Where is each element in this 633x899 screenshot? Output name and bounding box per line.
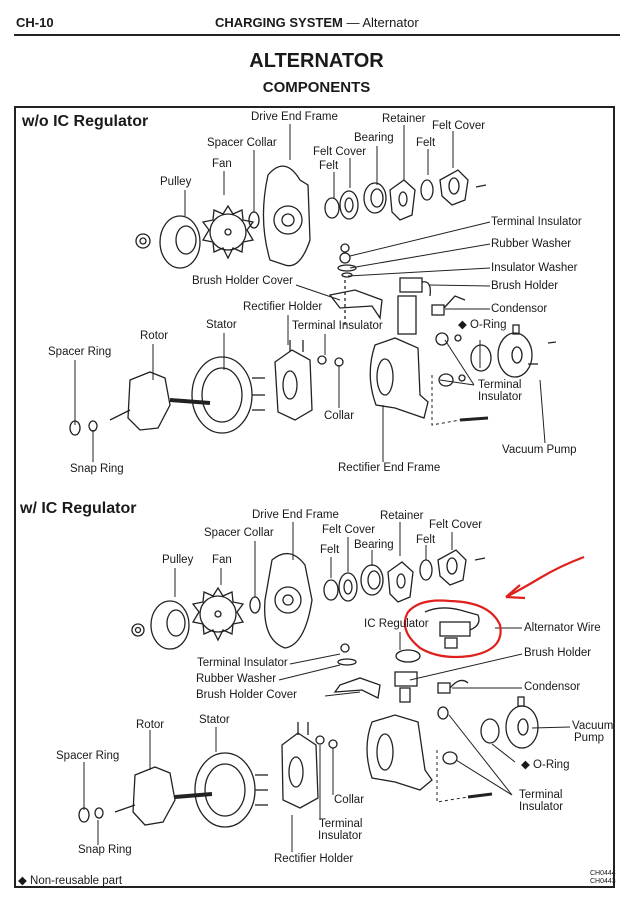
label-insulator: Insulator bbox=[478, 391, 523, 403]
label-condensor: Condensor bbox=[491, 303, 548, 315]
label-spacer-collar: Spacer Collar bbox=[207, 137, 277, 149]
header-rule bbox=[14, 34, 620, 36]
label-bearing: Bearing bbox=[354, 539, 394, 551]
label-ic-regulator: IC Regulator bbox=[364, 618, 429, 630]
label-terminal-insulator: Terminal Insulator bbox=[197, 657, 288, 669]
page-subtitle: COMPONENTS bbox=[262, 79, 371, 96]
label-felt: Felt bbox=[416, 534, 436, 546]
page-code: CH-10 bbox=[16, 15, 54, 30]
label-spacer-collar: Spacer Collar bbox=[204, 527, 274, 539]
label-drive-end-frame: Drive End Frame bbox=[251, 111, 338, 123]
label-brush-holder: Brush Holder bbox=[491, 280, 559, 292]
label-pump: Pump bbox=[574, 732, 605, 744]
diagram-frame bbox=[14, 106, 615, 888]
section-heading-without-ic: w/o IC Regulator bbox=[22, 113, 149, 130]
running-header-section: CHARGING SYSTEM bbox=[215, 15, 343, 30]
label-felt-cover: Felt Cover bbox=[322, 524, 376, 536]
label-insulator-washer: Insulator Washer bbox=[491, 262, 578, 274]
running-header-topic: — Alternator bbox=[342, 15, 419, 30]
label-rubber-washer: Rubber Washer bbox=[491, 238, 572, 250]
label-snap-ring: Snap Ring bbox=[70, 463, 124, 475]
label-stator: Stator bbox=[206, 319, 237, 331]
label-snap-ring: Snap Ring bbox=[78, 844, 132, 856]
label-terminal-insulator: Terminal Insulator bbox=[292, 320, 383, 332]
label-vacuum-pump: Vacuum Pump bbox=[502, 444, 577, 456]
label-terminal: Terminal bbox=[319, 818, 363, 830]
label-collar: Collar bbox=[334, 794, 365, 806]
label-vacuum: Vacuum bbox=[572, 720, 614, 732]
label-rectifier-holder: Rectifier Holder bbox=[243, 301, 323, 313]
section-heading-with-ic: w/ IC Regulator bbox=[20, 500, 137, 517]
label-bearing: Bearing bbox=[354, 132, 394, 144]
top-exploded-view bbox=[69, 124, 557, 462]
label-condensor: Condensor bbox=[524, 681, 581, 693]
label-insulator: Insulator bbox=[318, 830, 363, 842]
label-brush-holder: Brush Holder bbox=[524, 647, 592, 659]
label-felt-cover: Felt Cover bbox=[313, 146, 367, 158]
red-circle-highlight bbox=[403, 599, 502, 659]
label-brush-holder-cover: Brush Holder Cover bbox=[196, 689, 297, 701]
label-spacer-ring: Spacer Ring bbox=[56, 750, 120, 762]
label-alternator-wire: Alternator Wire bbox=[524, 622, 601, 634]
label-rubber-washer: Rubber Washer bbox=[196, 673, 277, 685]
label-felt: Felt bbox=[319, 160, 339, 172]
label-o-ring: ◆ O-Ring bbox=[458, 319, 507, 331]
label-insulator: Insulator bbox=[519, 801, 564, 813]
footnote-non-reusable: ◆ Non-reusable part bbox=[18, 875, 123, 887]
label-brush-holder-cover: Brush Holder Cover bbox=[192, 275, 293, 287]
label-stator: Stator bbox=[199, 714, 230, 726]
label-pulley: Pulley bbox=[162, 554, 194, 566]
red-annotation bbox=[403, 555, 585, 659]
label-rotor: Rotor bbox=[140, 330, 169, 342]
running-header: CHARGING SYSTEM — Alternator bbox=[215, 15, 419, 30]
label-pulley: Pulley bbox=[160, 176, 192, 188]
label-retainer: Retainer bbox=[382, 113, 426, 125]
label-felt: Felt bbox=[416, 137, 436, 149]
page-title: ALTERNATOR bbox=[249, 50, 384, 72]
label-o-ring: ◆ O-Ring bbox=[521, 759, 570, 771]
label-felt-cover: Felt Cover bbox=[429, 519, 483, 531]
label-rotor: Rotor bbox=[136, 719, 165, 731]
label-felt-cover: Felt Cover bbox=[432, 120, 486, 132]
label-fan: Fan bbox=[212, 158, 232, 170]
label-fan: Fan bbox=[212, 554, 232, 566]
label-felt: Felt bbox=[320, 544, 340, 556]
label-terminal: Terminal bbox=[478, 379, 522, 391]
label-terminal: Terminal bbox=[519, 789, 563, 801]
label-terminal-insulator: Terminal Insulator bbox=[491, 216, 582, 228]
figure-code: CH0443 bbox=[590, 878, 616, 885]
red-arrow bbox=[505, 555, 585, 600]
label-retainer: Retainer bbox=[380, 510, 424, 522]
label-collar: Collar bbox=[324, 410, 355, 422]
label-rectifier-holder: Rectifier Holder bbox=[274, 853, 354, 865]
figure-code: CH0444 bbox=[590, 870, 616, 877]
label-rectifier-end-frame: Rectifier End Frame bbox=[338, 462, 441, 474]
label-drive-end-frame: Drive End Frame bbox=[252, 509, 339, 521]
bottom-exploded-view bbox=[78, 522, 571, 852]
label-spacer-ring: Spacer Ring bbox=[48, 346, 112, 358]
